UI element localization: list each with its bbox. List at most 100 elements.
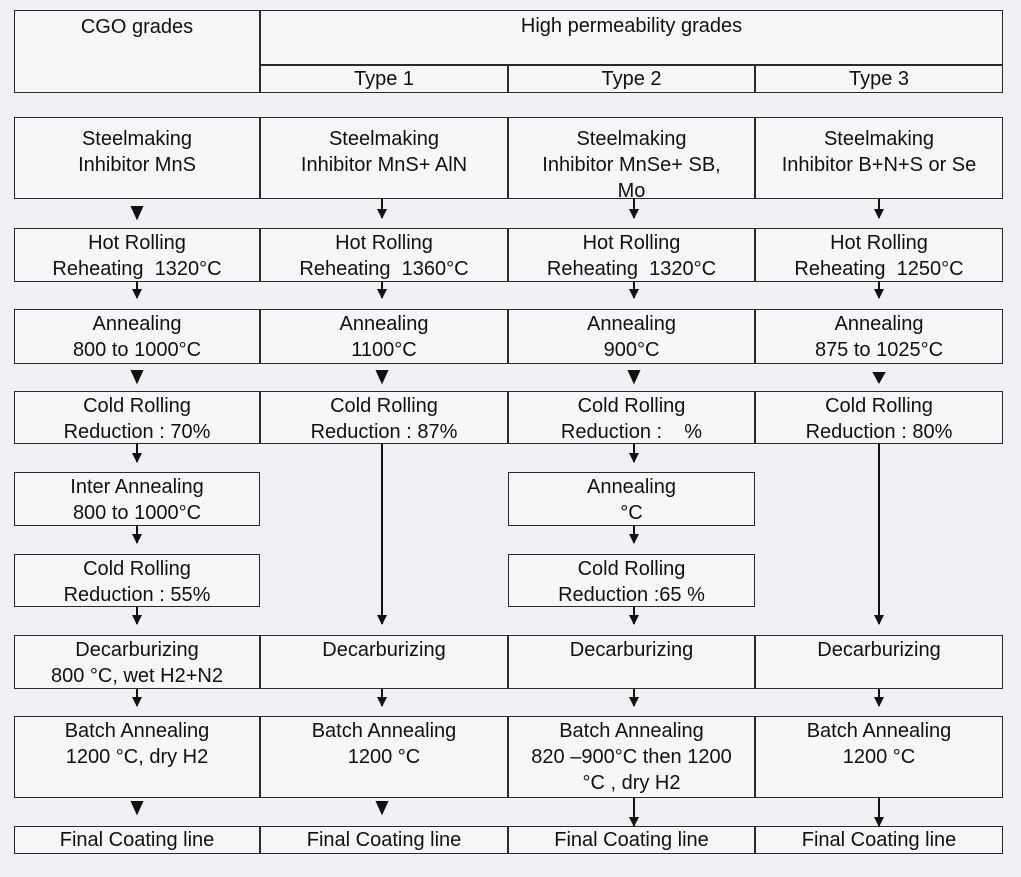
step-detail: Reheating 1360°C (299, 258, 469, 280)
arrow-cgo-3 (130, 370, 144, 385)
step-detail: Reduction : 80% (805, 421, 953, 443)
cgo-annealing: Annealing 800 to 1000°C (14, 309, 260, 364)
step-title: Steelmaking (81, 128, 193, 150)
step-title: Batch Annealing (806, 720, 952, 742)
header-type-3-label: Type 3 (848, 68, 910, 90)
type3-steelmaking: Steelmaking Inhibitor B+N+S or Se (755, 117, 1003, 199)
type2-final-coating: Final Coating line (508, 826, 755, 854)
step-detail: 1200 °C (347, 746, 421, 768)
step-title: Batch Annealing (311, 720, 457, 742)
step-title: Batch Annealing (559, 720, 704, 742)
step-title: Cold Rolling (83, 395, 191, 417)
step-detail: Reduction : % (560, 421, 703, 443)
step-title: Annealing (587, 313, 676, 335)
step-detail: °C (620, 502, 643, 524)
step-detail: Reduction : 87% (310, 421, 458, 443)
header-type-2-label: Type 2 (601, 68, 662, 90)
arrow-t2-3 (627, 370, 641, 385)
step-detail: Reduction :65 % (558, 584, 705, 606)
type3-final-coating: Final Coating line (755, 826, 1003, 854)
step-detail: 1200 °C, dry H2 (65, 746, 209, 768)
step-detail: Reheating 1250°C (794, 258, 964, 280)
type1-final-coating: Final Coating line (260, 826, 508, 854)
cgo-cold-rolling-2: Cold Rolling Reduction : 55% (14, 554, 260, 607)
arrow-t1-6 (375, 801, 389, 816)
cgo-batch-annealing: Batch Annealing 1200 °C, dry H2 (14, 716, 260, 798)
step-detail: 800 °C, wet H2+N2 (51, 665, 223, 687)
type1-annealing: Annealing 1100°C (260, 309, 508, 364)
type1-cold-rolling: Cold Rolling Reduction : 87% (260, 391, 508, 444)
step-detail: 800 to 1000°C (72, 502, 202, 524)
type3-batch-annealing: Batch Annealing 1200 °C (755, 716, 1003, 798)
arrow-cgo-8 (130, 801, 144, 816)
step-title: Final Coating line (554, 829, 709, 851)
step-title: Hot Rolling (830, 232, 928, 254)
step-detail: 1200 °C (842, 746, 916, 768)
step-title: Annealing (587, 476, 676, 498)
type2-steelmaking: Steelmaking Inhibitor MnSe+ SB, Mo (508, 117, 755, 202)
type1-hot-rolling: Hot Rolling Reheating 1360°C (260, 228, 508, 282)
step-title: Cold Rolling (825, 395, 933, 417)
step-title: Decarburizing (817, 639, 941, 661)
step-title: Hot Rolling (88, 232, 186, 254)
step-detail: 800 to 1000°C (72, 339, 202, 361)
type1-batch-annealing: Batch Annealing 1200 °C (260, 716, 508, 798)
header-cgo-grades: CGO grades (14, 10, 260, 93)
type3-cold-rolling: Cold Rolling Reduction : 80% (755, 391, 1003, 444)
cgo-decarburizing: Decarburizing 800 °C, wet H2+N2 (14, 635, 260, 689)
type3-hot-rolling: Hot Rolling Reheating 1250°C (755, 228, 1003, 282)
type2-batch-annealing: Batch Annealing 820 –900°C then 1200 °C … (508, 716, 755, 798)
cgo-cold-rolling: Cold Rolling Reduction : 70% (14, 391, 260, 444)
step-detail: Reduction : 55% (63, 584, 211, 606)
step-detail: 900°C (603, 339, 660, 361)
step-title: Hot Rolling (582, 232, 681, 254)
header-high-permeability-label: High permeability grades (520, 15, 743, 37)
step-title: Batch Annealing (64, 720, 210, 742)
header-type-1-label: Type 1 (353, 68, 415, 90)
header-high-permeability: High permeability grades (260, 10, 1003, 65)
step-title: Annealing (834, 313, 924, 335)
arrow-t3-3 (872, 372, 886, 385)
step-title: Decarburizing (75, 639, 199, 661)
step-detail: Inhibitor MnS+ AlN (300, 154, 468, 176)
step-title: Cold Rolling (83, 558, 191, 580)
arrow-t1-3 (375, 370, 389, 385)
step-title: Final Coating line (306, 829, 462, 851)
step-title: Final Coating line (801, 829, 957, 851)
step-detail-cont: °C , dry H2 (582, 772, 681, 794)
type2-annealing-2: Annealing °C (508, 472, 755, 526)
arrow-cgo-1 (130, 206, 144, 221)
cgo-final-coating: Final Coating line (14, 826, 260, 854)
step-title: Steelmaking (823, 128, 935, 150)
type1-decarburizing: Decarburizing (260, 635, 508, 689)
type2-cold-rolling-2: Cold Rolling Reduction :65 % (508, 554, 755, 607)
step-title: Final Coating line (59, 829, 215, 851)
header-type-2: Type 2 (508, 65, 755, 93)
step-detail: Inhibitor MnSe+ SB, (542, 154, 721, 176)
step-title: Steelmaking (576, 128, 687, 150)
step-detail: Reduction : 70% (63, 421, 211, 443)
cgo-steelmaking: Steelmaking Inhibitor MnS (14, 117, 260, 199)
type2-annealing: Annealing 900°C (508, 309, 755, 364)
type2-cold-rolling: Cold Rolling Reduction : % (508, 391, 755, 444)
step-title: Decarburizing (322, 639, 446, 661)
step-detail: Reheating 1320°C (546, 258, 717, 280)
step-detail: 820 –900°C then 1200 (531, 746, 732, 768)
step-detail: Reheating 1320°C (52, 258, 222, 280)
cgo-hot-rolling: Hot Rolling Reheating 1320°C (14, 228, 260, 282)
step-detail: Inhibitor B+N+S or Se (781, 154, 977, 176)
header-type-3: Type 3 (755, 65, 1003, 93)
type3-decarburizing: Decarburizing (755, 635, 1003, 689)
header-cgo-label: CGO grades (80, 16, 194, 38)
header-type-1: Type 1 (260, 65, 508, 93)
step-detail: 875 to 1025°C (814, 339, 944, 361)
type3-annealing: Annealing 875 to 1025°C (755, 309, 1003, 364)
cgo-inter-annealing: Inter Annealing 800 to 1000°C (14, 472, 260, 526)
step-title: Hot Rolling (335, 232, 433, 254)
step-title: Annealing (339, 313, 429, 335)
step-title: Cold Rolling (330, 395, 438, 417)
type1-steelmaking: Steelmaking Inhibitor MnS+ AlN (260, 117, 508, 199)
step-title: Inter Annealing (70, 476, 204, 498)
step-title: Cold Rolling (577, 558, 686, 580)
